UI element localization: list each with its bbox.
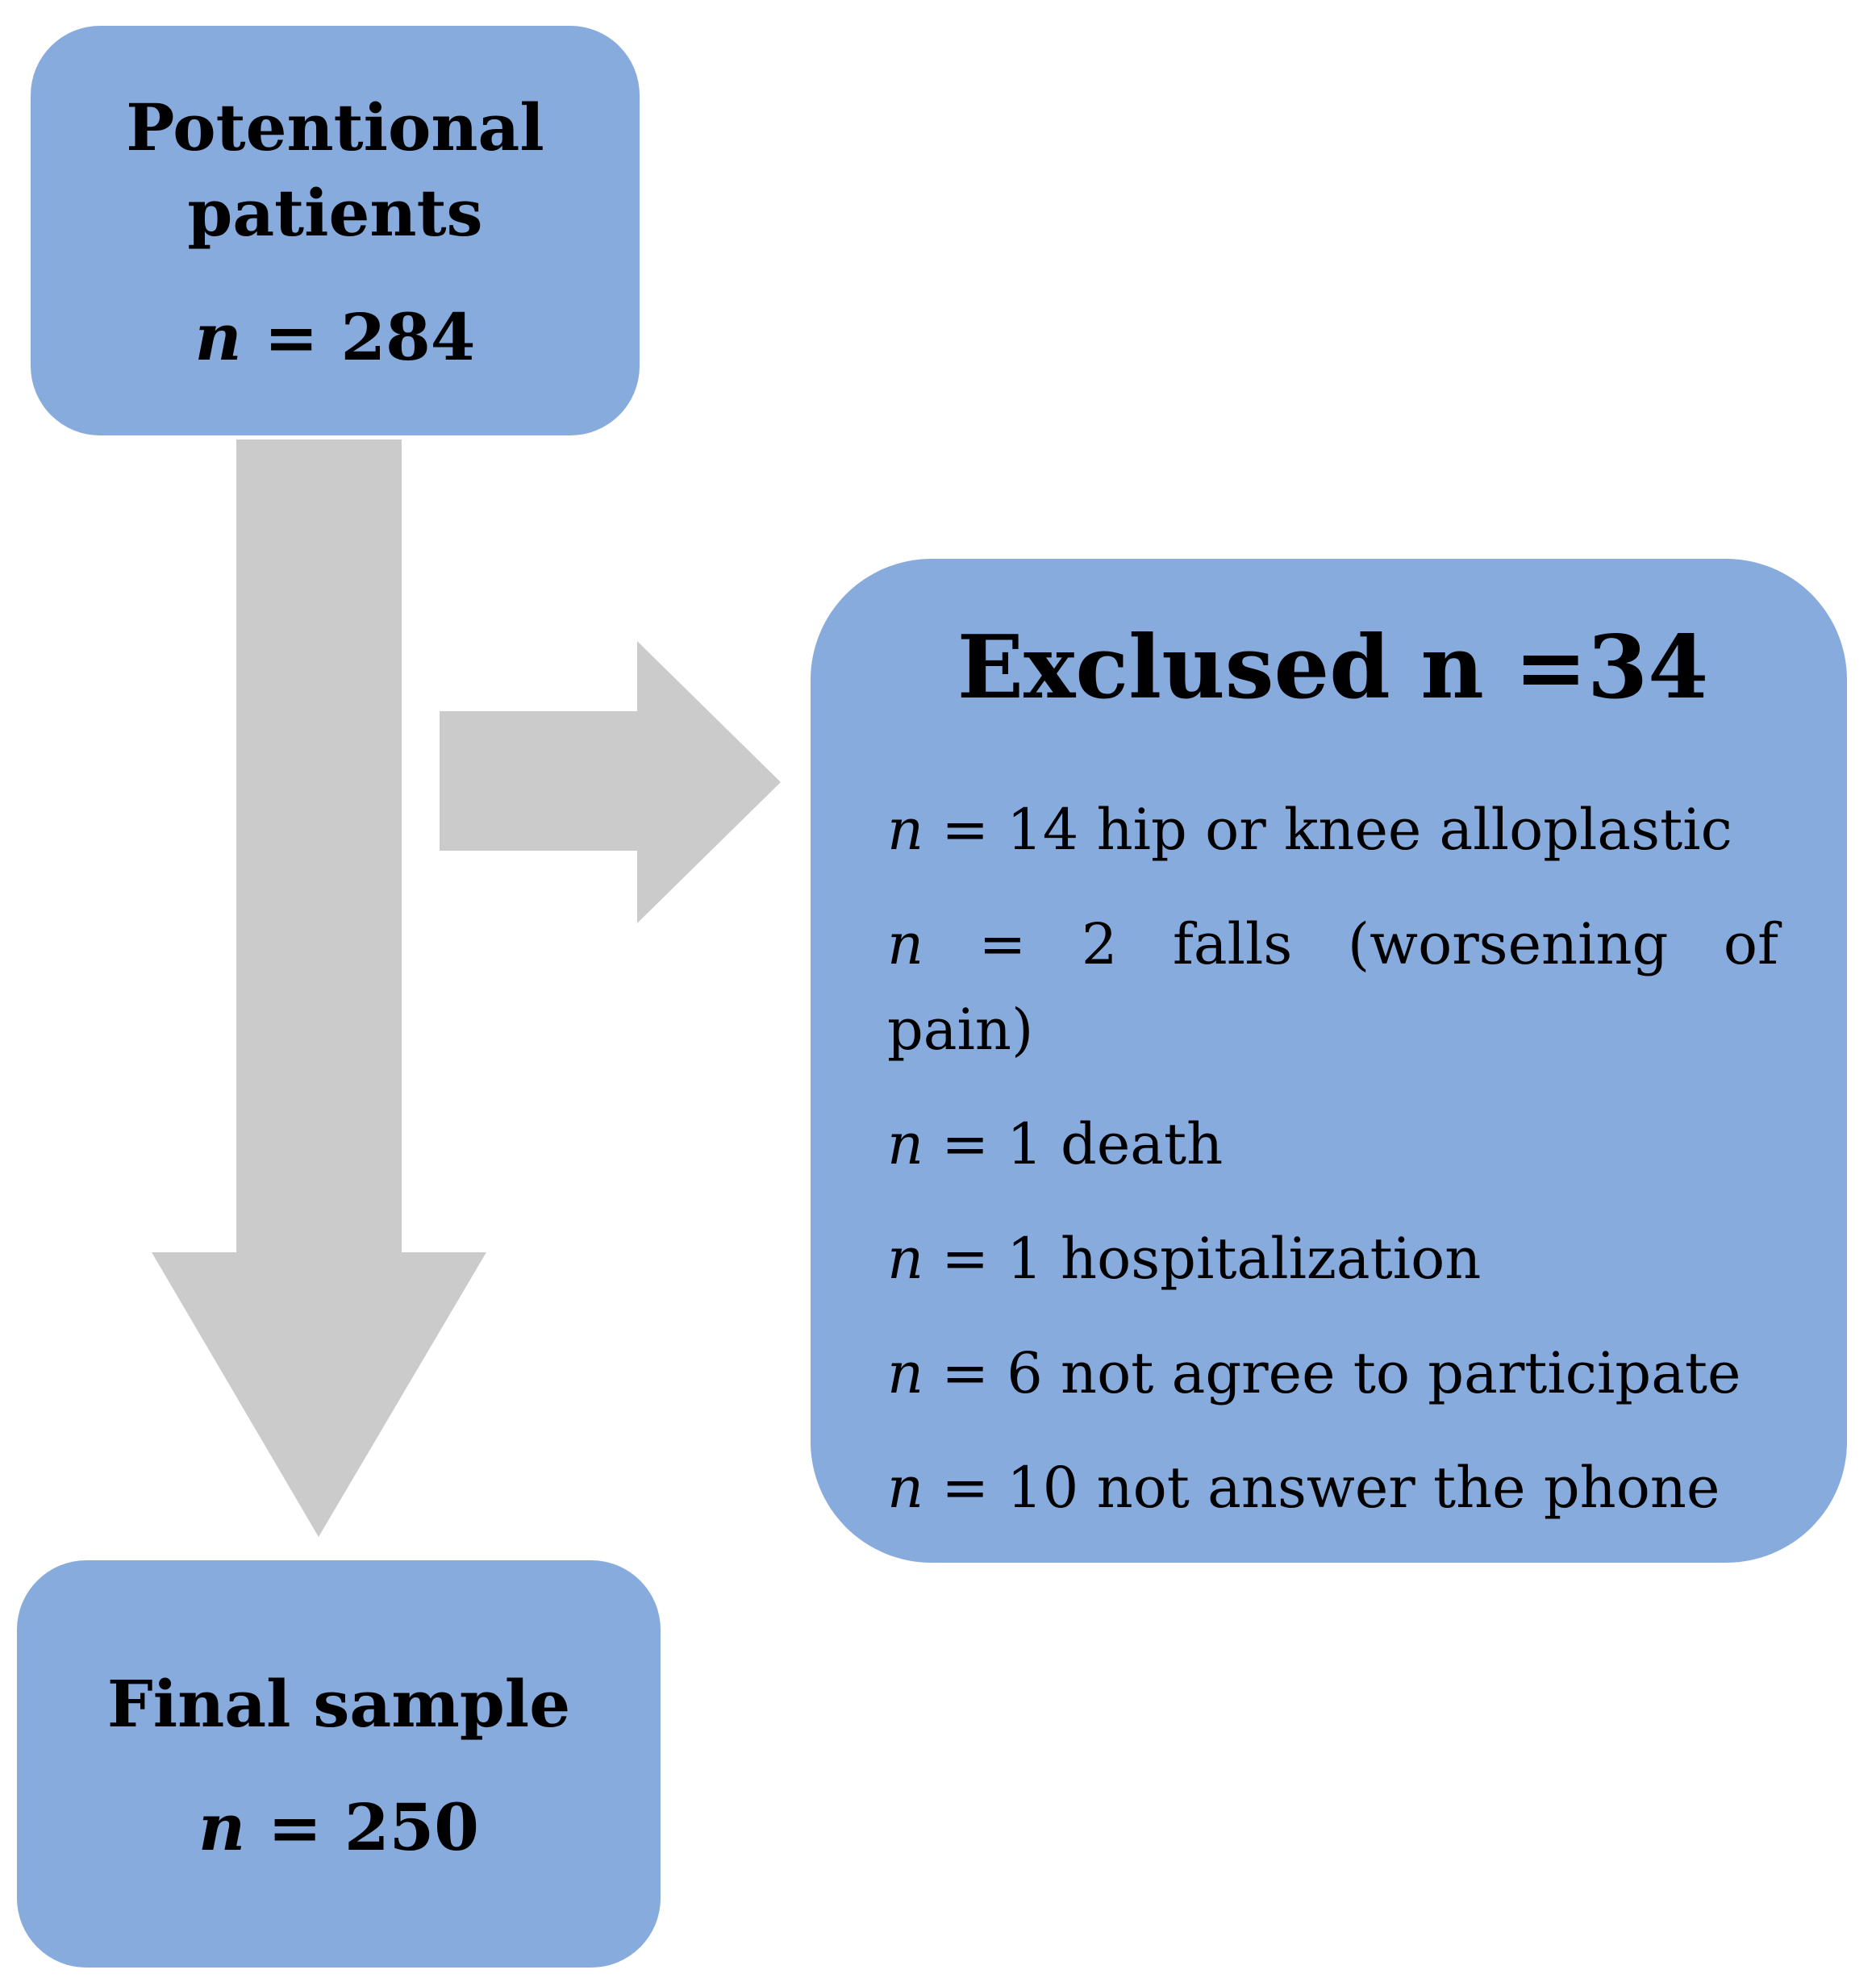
item-text: = 10 not answer the phone [923,1455,1720,1521]
item-text: = 2 falls (worsening of [923,911,1778,977]
excluded-item-death: n = 1 death [887,1101,1778,1187]
n-symbol: n [887,1455,924,1521]
n-value: = 284 [241,298,476,375]
final-sample-title: Final sample [106,1665,571,1742]
right-arrow-icon [440,641,781,923]
item-text: = 1 hospitalization [923,1226,1482,1292]
down-arrow-icon [152,439,486,1537]
potential-patients-box: Potentional patients n = 284 [31,26,640,435]
item-text: = 1 death [923,1111,1224,1177]
n-symbol: n [887,911,924,977]
final-sample-count: n = 250 [198,1789,479,1866]
n-symbol: n [194,298,242,375]
item-text: = 6 not agree to participate [923,1340,1741,1406]
excluded-item-no-answer: n = 10 not answer the phone [887,1445,1778,1530]
excluded-item-hospitalization: n = 1 hospitalization [887,1216,1778,1301]
item-text-line2: pain) [887,997,1034,1063]
n-symbol: n [198,1789,246,1866]
n-symbol: n [887,1111,924,1177]
potential-patients-count: n = 284 [195,298,476,376]
n-symbol: n [887,797,924,863]
n-symbol: n [887,1340,924,1406]
excluded-title: Exclused n =34 [957,617,1709,718]
potential-patients-title: Potentional patients [126,90,544,251]
n-value: = 250 [245,1789,479,1866]
excluded-box: Exclused n =34 n = 14 hip or knee allopl… [811,559,1847,1563]
final-sample-box: Final sample n = 250 [17,1560,661,1968]
excluded-item-not-agree: n = 6 not agree to participate [887,1330,1778,1416]
item-text: = 14 hip or knee alloplastic [923,797,1732,863]
n-symbol: n [887,1226,924,1292]
excluded-item-alloplastic: n = 14 hip or knee alloplastic [887,787,1778,872]
excluded-item-falls: n = 2 falls (worsening of pain) [887,902,1778,1072]
